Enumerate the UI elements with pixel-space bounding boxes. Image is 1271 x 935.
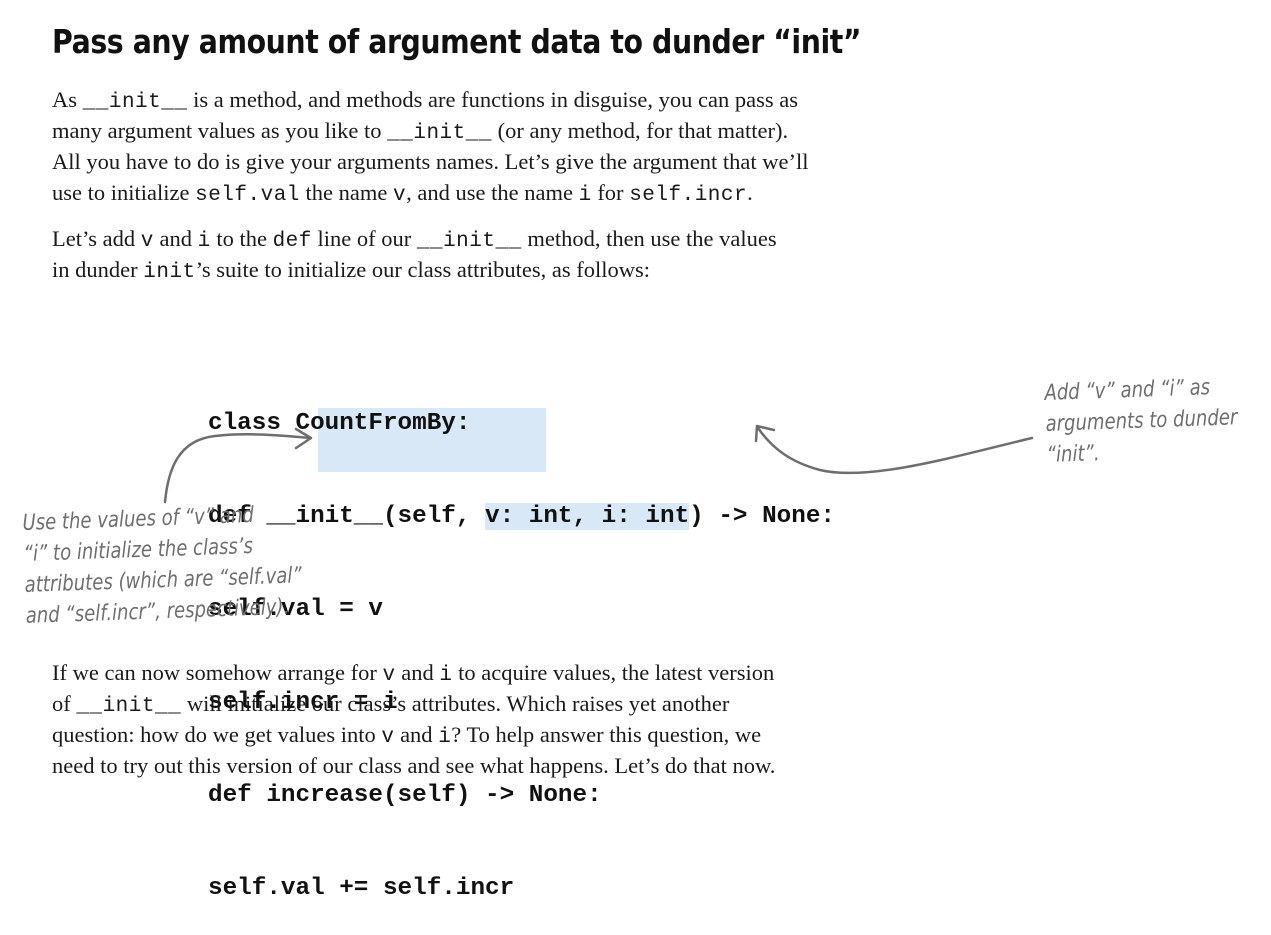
text-line: of __init__ will initialize our class’s … xyxy=(52,688,922,719)
inline-code: __init__ xyxy=(387,122,492,145)
text-run: will initialize our class’s attributes. … xyxy=(181,691,730,716)
text-line: If we can now somehow arrange for v and … xyxy=(52,657,922,688)
inline-code: i xyxy=(439,664,453,687)
inline-code: v xyxy=(393,184,407,207)
text-run: As xyxy=(52,87,83,112)
page-title: Pass any amount of argument data to dund… xyxy=(52,22,862,61)
text-run: in dunder xyxy=(52,257,144,282)
text-line: question: how do we get values into v an… xyxy=(52,719,922,750)
inline-code: i xyxy=(438,726,452,749)
text-run: ? To help answer this question, we xyxy=(451,722,762,747)
text-line: Let’s add v and i to the def line of our… xyxy=(52,223,922,254)
inline-code: self.incr xyxy=(629,184,748,207)
text-run: (or any method, for that matter). xyxy=(491,118,789,143)
inline-code: self.val xyxy=(195,184,300,207)
inline-code: v xyxy=(381,726,395,749)
text-run: and xyxy=(394,722,439,747)
text-run: and xyxy=(395,660,440,685)
closing-paragraph: If we can now somehow arrange for v and … xyxy=(52,657,922,781)
inline-code: __init__ xyxy=(416,230,522,253)
text-run: the name xyxy=(299,180,394,205)
text-run: Let’s add xyxy=(52,226,141,251)
code-run: def __init__(self, xyxy=(208,503,486,530)
text-run: question: how do we get values into xyxy=(52,722,382,747)
text-run: line of our xyxy=(311,226,417,251)
text-line: use to initialize self.val the name v, a… xyxy=(52,177,922,208)
code-line-init: def __init__(self, v: int, i: int) -> No… xyxy=(208,501,835,532)
code-line-increment: self.val += self.incr xyxy=(208,875,515,902)
inline-code: init xyxy=(143,261,196,284)
text-run: is a method, and methods are functions i… xyxy=(187,87,798,112)
code-run: ) -> None: xyxy=(689,503,835,530)
inline-code: v xyxy=(382,664,396,687)
code-line-val: self.val = v xyxy=(208,596,383,623)
annotation-left: Use the values of “v” and “i” to initial… xyxy=(22,498,303,632)
inline-code: i xyxy=(578,184,592,207)
intro-paragraph: As __init__ is a method, and methods are… xyxy=(52,84,922,208)
text-line: many argument values as you like to __in… xyxy=(52,115,922,146)
text-run: need to try out this version of our clas… xyxy=(52,753,776,778)
text-line: As __init__ is a method, and methods are… xyxy=(52,84,922,115)
text-line: in dunder init’s suite to initialize our… xyxy=(52,254,922,285)
text-run: to the xyxy=(210,226,273,251)
inline-code: def xyxy=(272,230,312,253)
text-run: for xyxy=(591,180,630,205)
text-run: All you have to do is give your argument… xyxy=(52,149,809,174)
annotation-right: Add “v” and “i” as arguments to dunder “… xyxy=(1044,371,1239,471)
annotation-line: “init”. xyxy=(1046,441,1101,468)
setup-paragraph: Let’s add v and i to the def line of our… xyxy=(52,223,922,285)
argument-highlight: v: int, i: int xyxy=(485,503,690,530)
inline-code: i xyxy=(197,230,211,253)
text-run: and xyxy=(153,226,198,251)
attribute-highlight xyxy=(318,408,546,472)
code-listing: class CountFromBy: def __init__(self, v:… xyxy=(208,346,835,935)
text-run: ’s suite to initialize our class attribu… xyxy=(195,257,650,282)
text-run: of xyxy=(52,691,77,716)
text-line: need to try out this version of our clas… xyxy=(52,750,922,781)
inline-code: v xyxy=(140,230,154,253)
text-run: use to initialize xyxy=(52,180,196,205)
text-run: method, then use the values xyxy=(521,226,777,251)
inline-code: __init__ xyxy=(76,695,182,718)
text-run: , and use the name xyxy=(406,180,579,205)
text-line: All you have to do is give your argument… xyxy=(52,146,922,177)
text-run: If we can now somehow arrange for xyxy=(52,660,383,685)
code-line-increase: def increase(self) -> None: xyxy=(208,782,602,809)
inline-code: __init__ xyxy=(82,91,188,114)
text-run: . xyxy=(747,180,753,205)
code-line-class: class CountFromBy: xyxy=(208,410,471,437)
text-run: many argument values as you like to xyxy=(52,118,388,143)
text-run: to acquire values, the latest version xyxy=(452,660,775,685)
code-line-incr: self.incr = i xyxy=(208,689,398,716)
